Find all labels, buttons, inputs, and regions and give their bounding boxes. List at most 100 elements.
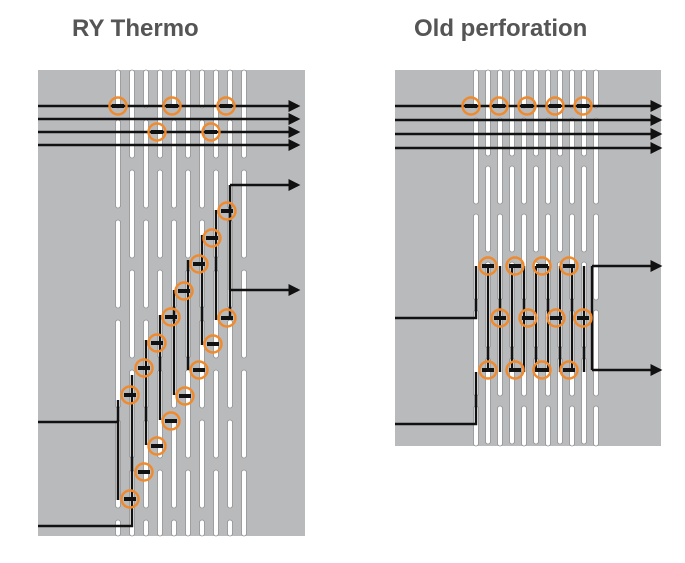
marker-ring xyxy=(161,307,181,327)
slot xyxy=(185,169,191,259)
slot xyxy=(593,213,599,301)
slot xyxy=(227,69,233,109)
slot xyxy=(473,117,479,205)
marker-ring xyxy=(490,308,510,328)
slot xyxy=(521,117,527,205)
marker-ring xyxy=(202,228,222,248)
slot xyxy=(129,169,135,259)
slot xyxy=(157,469,163,537)
marker-bar xyxy=(165,419,177,423)
slot xyxy=(115,319,121,409)
old-perforation-panel xyxy=(395,69,663,447)
marker-bar xyxy=(577,104,589,108)
marker-ring xyxy=(189,360,209,380)
marker-ring xyxy=(559,360,579,380)
marker-ring xyxy=(108,96,128,116)
marker-bar xyxy=(151,444,163,448)
marker-ring xyxy=(559,256,579,276)
slot xyxy=(569,117,575,205)
marker-bar xyxy=(550,316,562,320)
marker-ring xyxy=(174,281,194,301)
marker-ring xyxy=(217,308,237,328)
marker-bar xyxy=(124,393,136,397)
marker-bar xyxy=(494,316,506,320)
slot xyxy=(521,405,527,447)
marker-ring xyxy=(161,411,181,431)
marker-bar xyxy=(549,104,561,108)
marker-bar xyxy=(178,289,190,293)
marker-bar xyxy=(151,130,163,134)
marker-bar xyxy=(220,104,232,108)
entry-line-lower xyxy=(395,372,478,426)
slot xyxy=(129,69,135,159)
slot xyxy=(227,419,233,509)
slot xyxy=(199,419,205,509)
marker-ring xyxy=(203,334,223,354)
slot xyxy=(115,219,121,309)
marker-ring xyxy=(461,96,481,116)
slot xyxy=(241,169,247,259)
marker-bar xyxy=(112,104,124,108)
marker-ring xyxy=(175,386,195,406)
marker-ring xyxy=(573,96,593,116)
marker-bar xyxy=(563,368,575,372)
slot xyxy=(521,69,527,109)
slot xyxy=(533,165,539,253)
slot xyxy=(143,519,149,537)
marker-ring xyxy=(532,360,552,380)
slot xyxy=(185,69,191,159)
marker-ring xyxy=(120,489,140,509)
marker-ring xyxy=(478,256,498,276)
marker-ring xyxy=(120,385,140,405)
marker-ring xyxy=(518,308,538,328)
slot xyxy=(227,519,233,537)
marker-bar xyxy=(207,342,219,346)
slot xyxy=(185,369,191,459)
slot xyxy=(171,419,177,509)
marker-bar xyxy=(138,470,150,474)
slot xyxy=(497,117,503,205)
marker-bar xyxy=(465,104,477,108)
marker-bar xyxy=(536,368,548,372)
slot xyxy=(569,405,575,447)
marker-ring xyxy=(573,308,593,328)
slot xyxy=(241,269,247,359)
marker-ring xyxy=(505,360,525,380)
marker-ring xyxy=(545,96,565,116)
slot xyxy=(241,469,247,537)
marker-bar xyxy=(536,264,548,268)
old-perforation-board xyxy=(395,70,661,446)
marker-ring xyxy=(217,201,237,221)
marker-ring xyxy=(201,122,221,142)
slot xyxy=(157,69,163,159)
marker-ring xyxy=(517,96,537,116)
marker-bar xyxy=(482,368,494,372)
marker-ring xyxy=(546,308,566,328)
slot xyxy=(593,405,599,447)
slot xyxy=(509,69,515,157)
marker-ring xyxy=(505,256,525,276)
slot xyxy=(227,319,233,409)
ry-thermo-markers xyxy=(108,96,237,509)
slot xyxy=(241,69,247,159)
slot xyxy=(171,519,177,537)
marker-ring xyxy=(147,333,167,353)
entry-line-lower xyxy=(38,470,134,528)
marker-bar xyxy=(193,368,205,372)
marker-ring xyxy=(134,462,154,482)
marker-ring xyxy=(134,358,154,378)
marker-ring xyxy=(147,122,167,142)
slot xyxy=(569,69,575,109)
slot xyxy=(545,405,551,447)
marker-bar xyxy=(124,497,136,501)
slot xyxy=(557,165,563,253)
slot xyxy=(497,69,503,109)
slot xyxy=(509,165,515,253)
marker-ring xyxy=(189,254,209,274)
marker-ring xyxy=(489,96,509,116)
slot xyxy=(497,405,503,447)
marker-bar xyxy=(521,104,533,108)
old-perforation-markers xyxy=(461,96,593,380)
marker-bar xyxy=(165,315,177,319)
